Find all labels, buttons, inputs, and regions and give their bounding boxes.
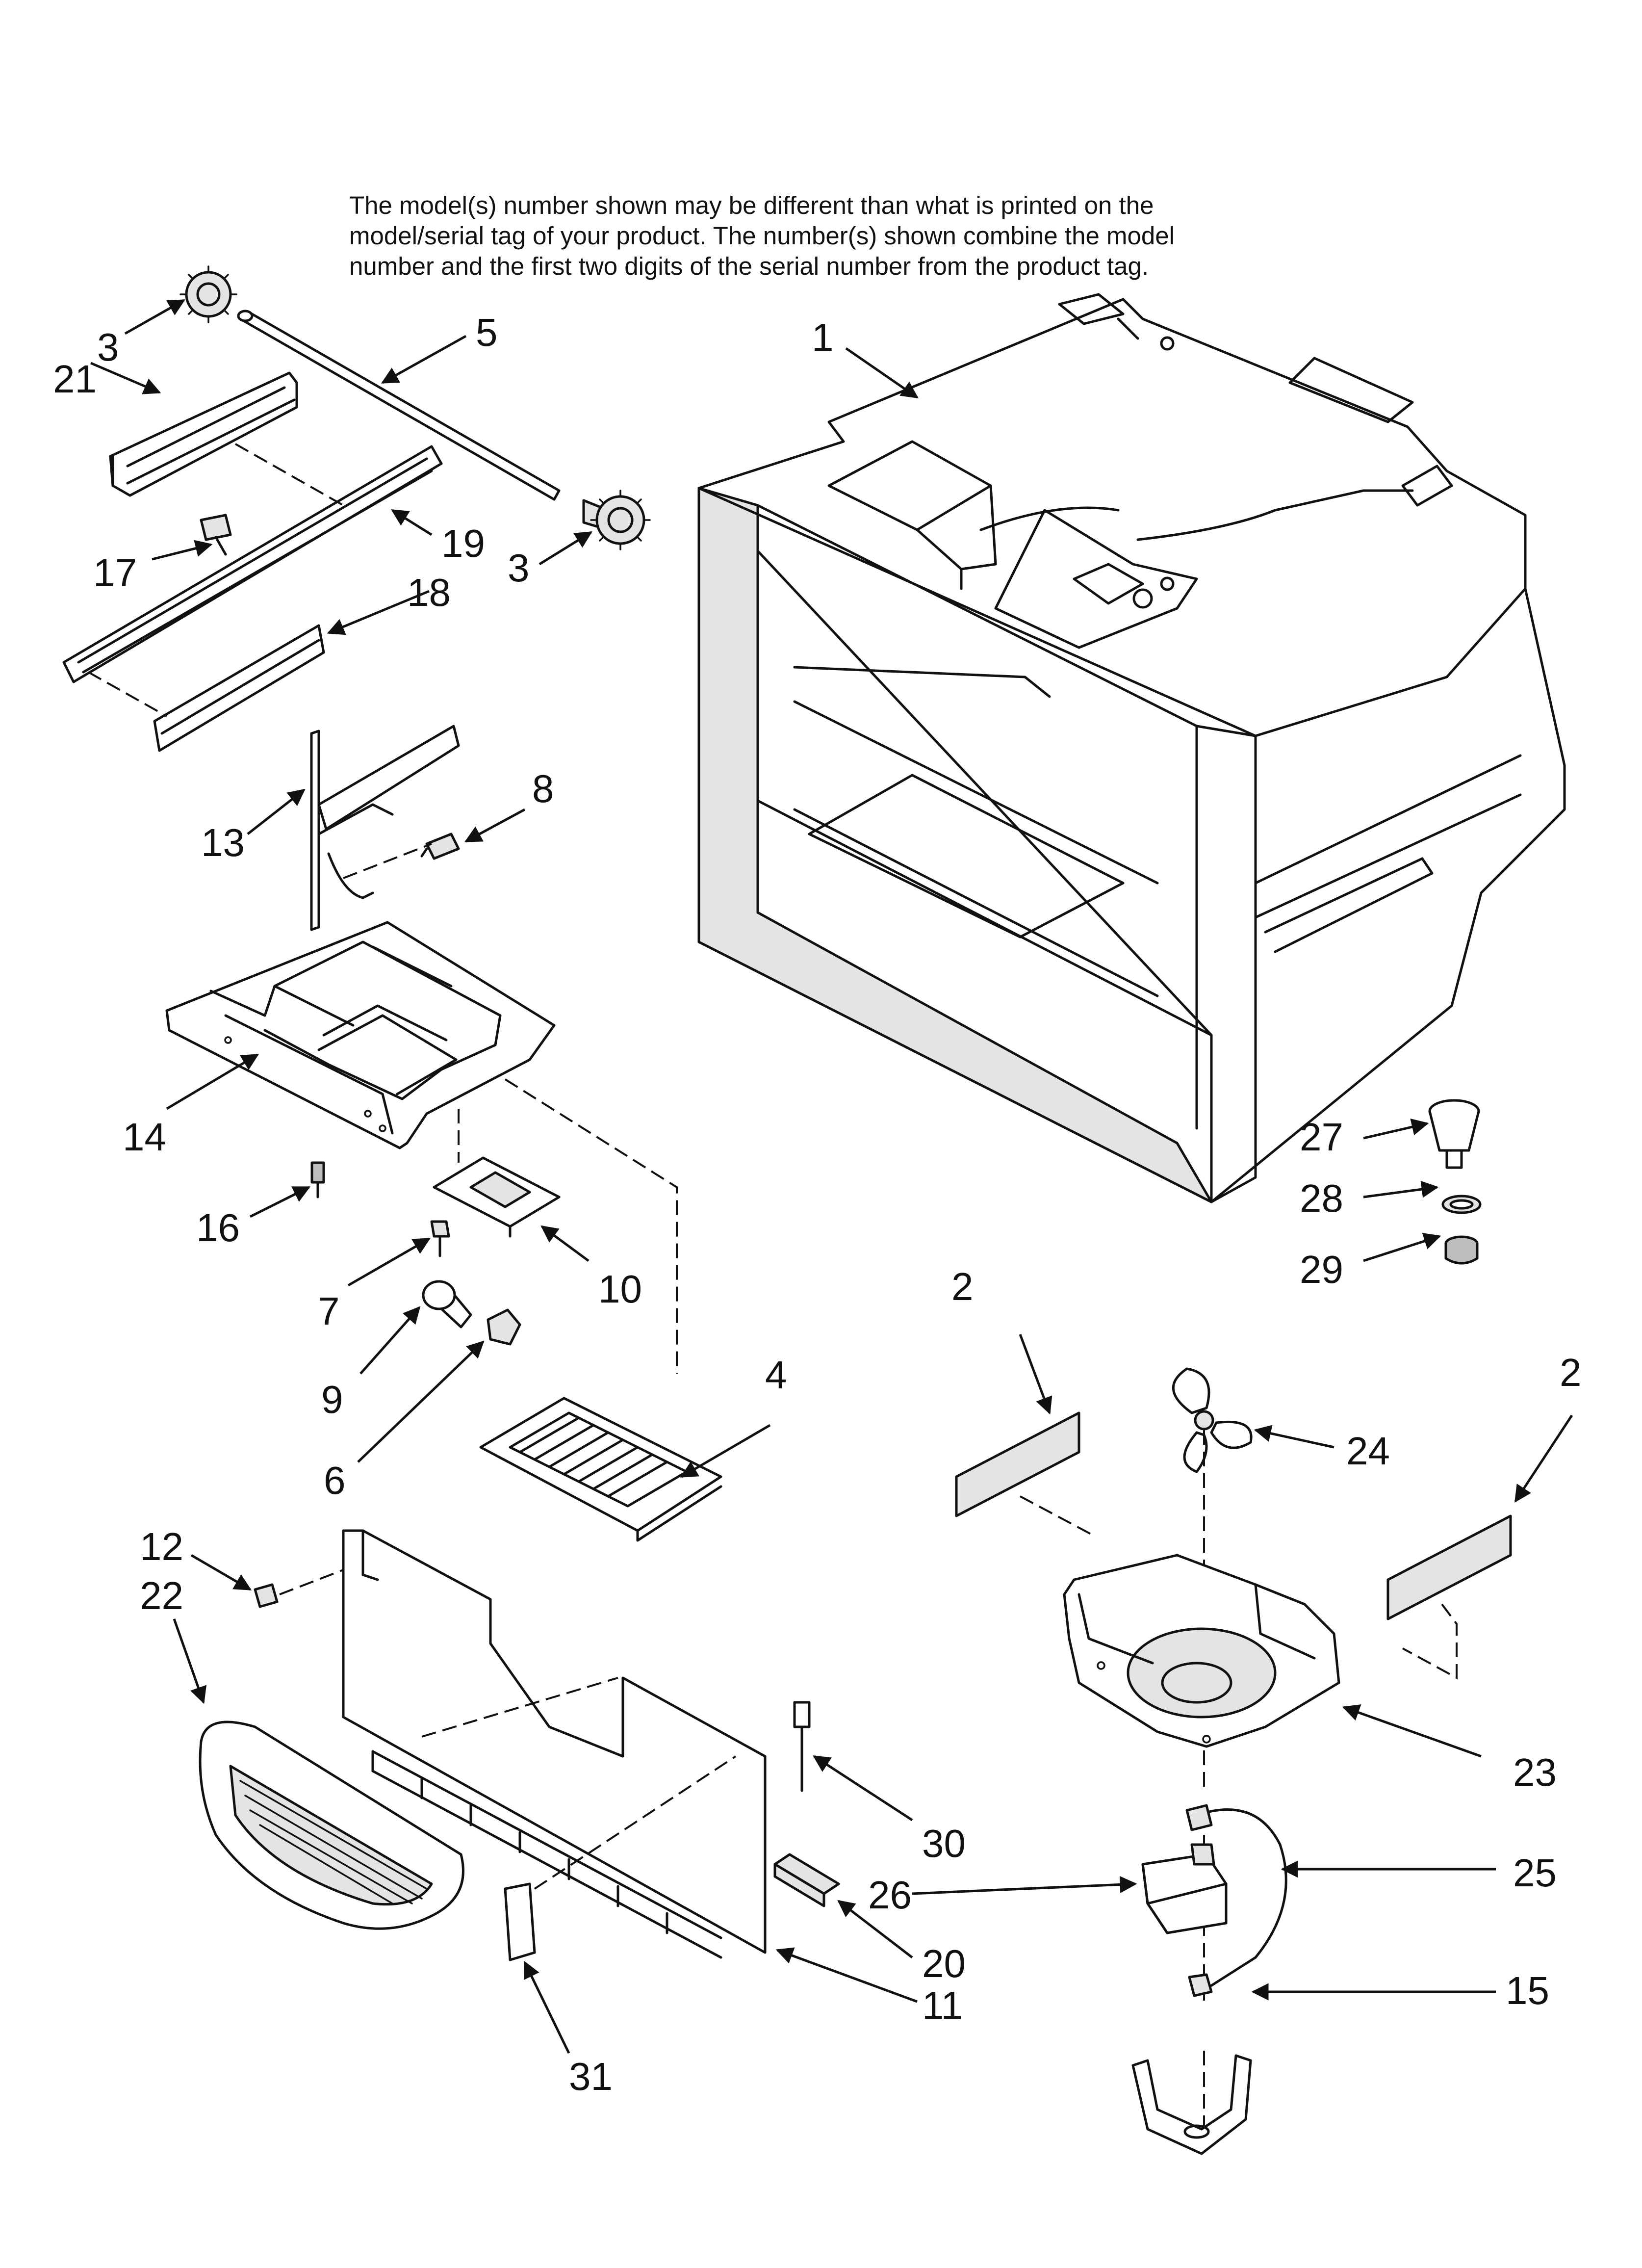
callout-23: 23 [1513, 1750, 1557, 1794]
callout-22: 22 [140, 1574, 183, 1617]
callout-27: 27 [1300, 1115, 1343, 1159]
callout-28: 28 [1300, 1176, 1343, 1220]
callout-17: 17 [93, 551, 137, 595]
alignment-line-13 [343, 843, 432, 879]
screw-part-7 [430, 1220, 450, 1257]
screw-part-17 [200, 514, 232, 556]
slide-rail-part [62, 445, 443, 683]
callout-3-lower: 3 [508, 546, 530, 590]
callout-8: 8 [532, 767, 554, 810]
callout-21: 21 [53, 357, 97, 401]
insulation-strip-part [773, 1853, 840, 1907]
callout-10: 10 [598, 1267, 642, 1311]
fan-blade-part [1172, 1367, 1253, 1473]
foam-pad-part-right [1386, 1514, 1512, 1620]
notice-line-2: model/serial tag of your product. The nu… [349, 222, 1175, 250]
callout-13: 13 [201, 821, 245, 864]
callout-labels: 1 2 2 3 3 4 5 6 7 8 9 10 11 12 13 14 15 … [53, 311, 1582, 2098]
alignment-line-2 [1020, 1495, 1458, 1680]
clip-part-16 [310, 1161, 325, 1199]
drain-part-27 [1428, 1099, 1480, 1169]
air-tower-cover-part [165, 921, 556, 1149]
lamp-socket-part [487, 1308, 521, 1346]
front-grille-part [199, 1721, 464, 1930]
air-bracket-part [310, 725, 460, 931]
slide-rail-part-lower [153, 624, 325, 752]
callout-26: 26 [868, 1873, 912, 1917]
damper-part [504, 1882, 536, 1961]
callout-29: 29 [1300, 1248, 1343, 1291]
alignment-line-11 [421, 1677, 737, 1890]
callout-1: 1 [812, 315, 834, 359]
drain-cap-part-29 [1444, 1235, 1479, 1265]
callout-30: 30 [922, 1822, 966, 1865]
callout-3-upper: 3 [97, 325, 119, 369]
callout-2-right: 2 [1560, 1351, 1582, 1394]
callout-16: 16 [196, 1206, 240, 1250]
fan-shroud-part [1063, 1554, 1340, 1748]
fan-motor-part [1141, 1843, 1228, 1934]
callout-14: 14 [123, 1115, 166, 1159]
grille-shelf-part [479, 1397, 722, 1542]
foam-pad-part-left [955, 1411, 1080, 1517]
freezer-liner-part [697, 293, 1566, 1203]
notice-line-1: The model(s) number shown may be differe… [349, 191, 1154, 219]
callout-4: 4 [765, 1353, 787, 1397]
callout-25: 25 [1513, 1851, 1557, 1895]
callout-9: 9 [321, 1378, 343, 1421]
alignment-line-rail [88, 443, 344, 717]
callout-15: 15 [1506, 1969, 1549, 2012]
alignment-line-12 [279, 1569, 344, 1595]
rear-panel-part [342, 1529, 767, 1959]
callout-2-left: 2 [951, 1265, 974, 1308]
motor-bracket-part [1131, 2054, 1252, 2155]
callout-11: 11 [922, 1983, 963, 2027]
screw-part-12 [254, 1583, 279, 1608]
callout-6: 6 [324, 1459, 346, 1502]
callout-7: 7 [318, 1289, 340, 1333]
callout-5: 5 [476, 311, 498, 354]
callout-19: 19 [441, 521, 485, 565]
slide-bracket-part [109, 371, 298, 497]
callout-31: 31 [569, 2055, 613, 2098]
drawer-rod-part [237, 310, 561, 501]
gear-part-upper [180, 265, 237, 323]
callout-20: 20 [922, 1942, 966, 1985]
o-ring-part-28 [1441, 1195, 1482, 1214]
light-housing-part [433, 1156, 561, 1238]
light-bulb-part [422, 1280, 472, 1329]
temperature-sensor-part [793, 1701, 811, 1792]
gear-part-lower [582, 490, 651, 550]
callout-12: 12 [140, 1525, 183, 1568]
alignment-line-14 [458, 1078, 678, 1374]
leader-lines [90, 299, 1573, 2054]
wire-harness-part [1185, 1804, 1287, 1997]
callout-24: 24 [1346, 1429, 1390, 1473]
callout-18: 18 [407, 571, 451, 614]
model-number-notice: The model(s) number shown may be differe… [349, 190, 1477, 282]
screw-part-8 [420, 833, 460, 860]
notice-line-3: number and the first two digits of the s… [349, 252, 1149, 280]
